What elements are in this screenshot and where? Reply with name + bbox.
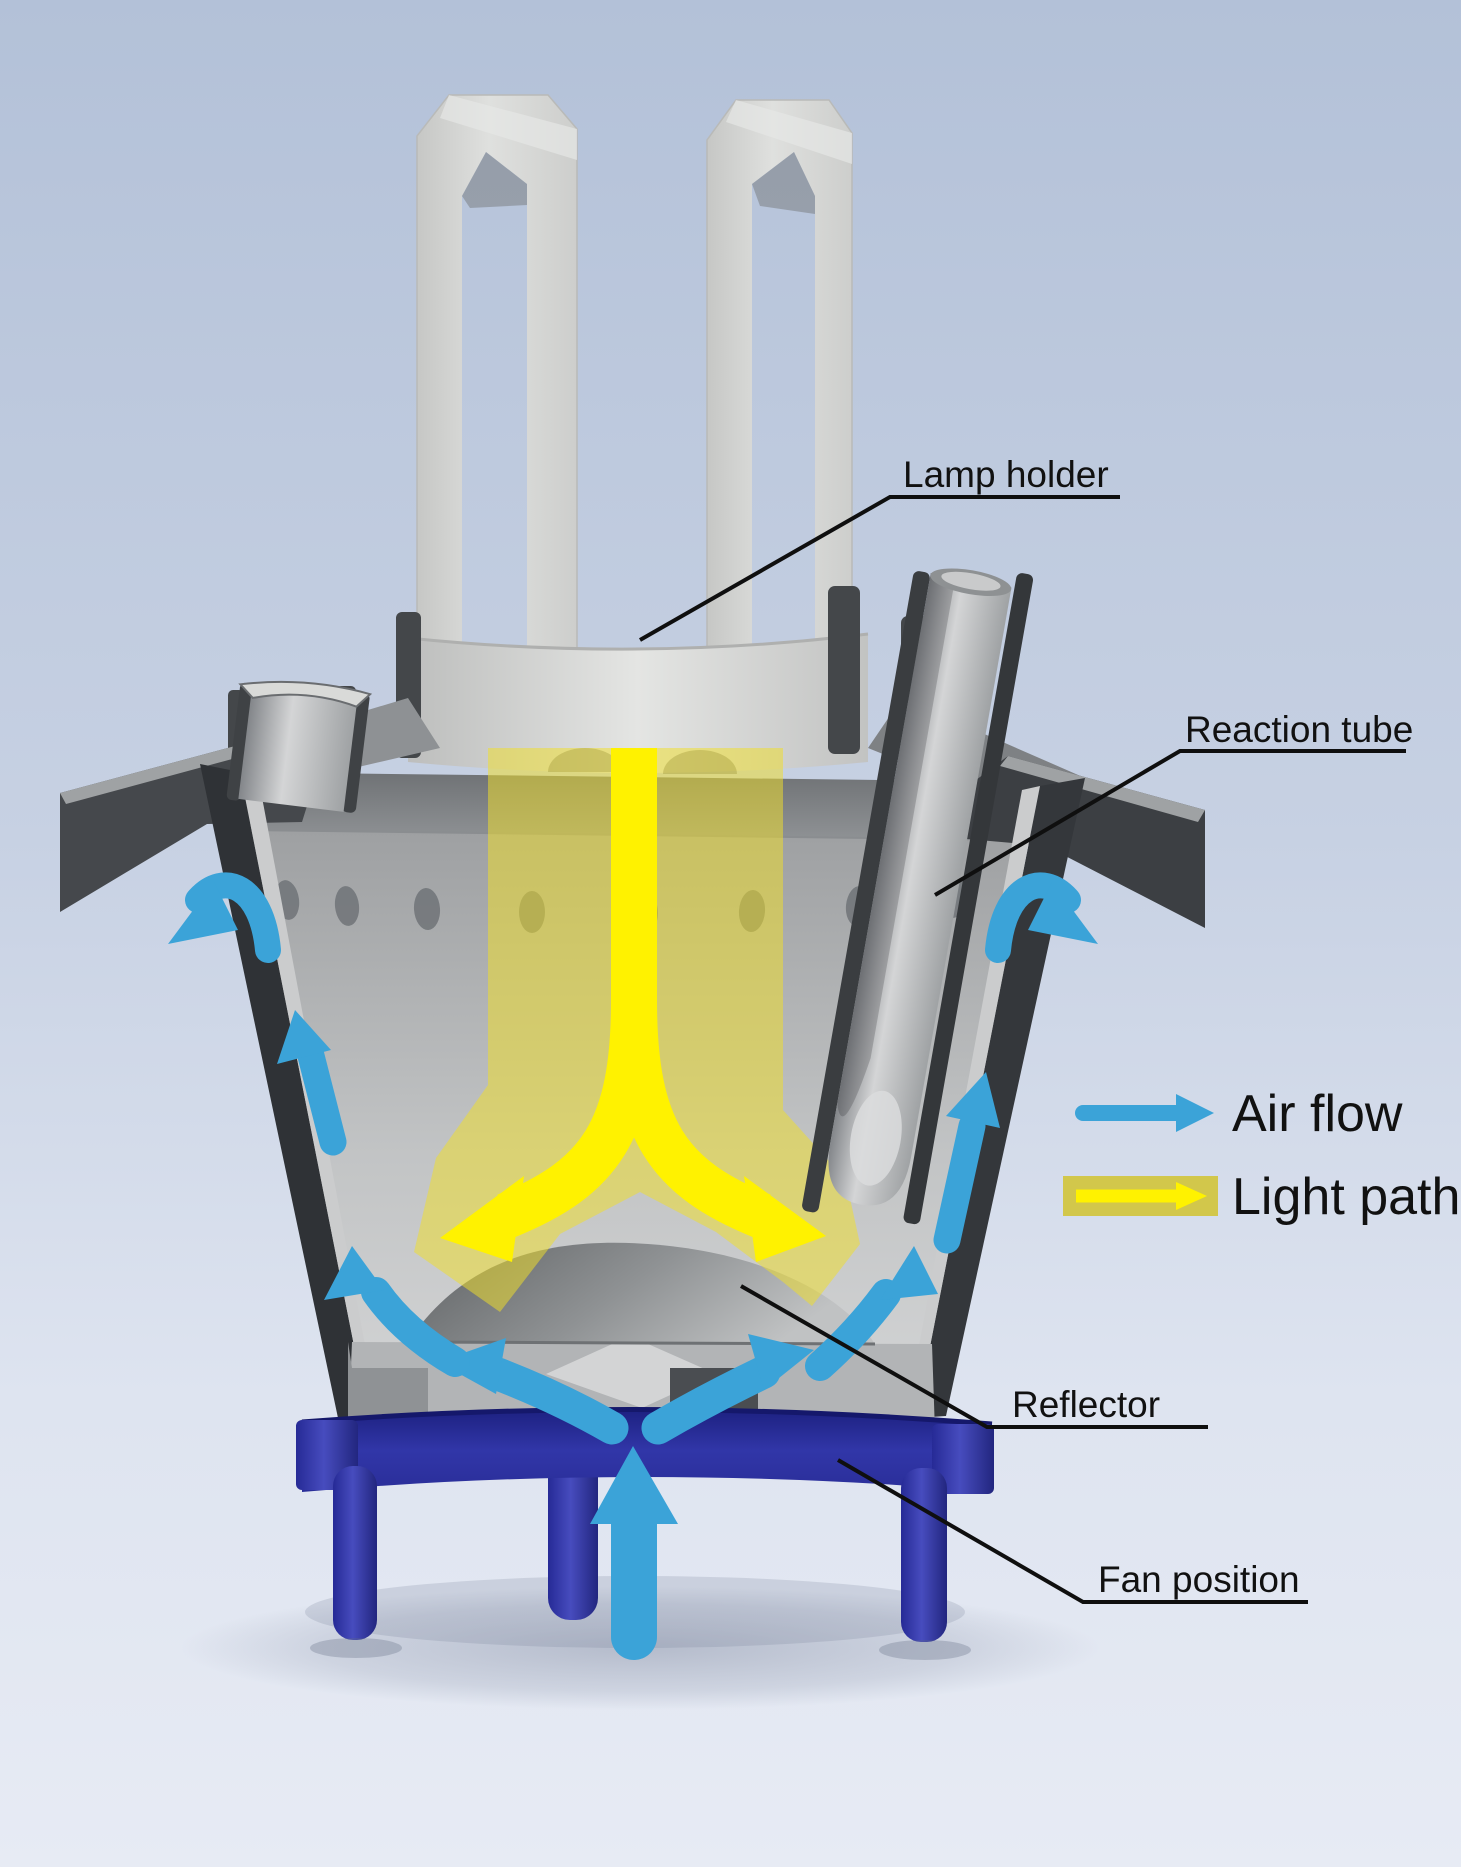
fan-position-label: Fan position — [1098, 1559, 1300, 1600]
lamp-holder — [416, 94, 853, 693]
reaction-tube — [802, 568, 1034, 1225]
lamp-holder-collar — [408, 634, 868, 773]
light-path-arrows — [440, 748, 826, 1262]
light-path-arrow-icon — [1063, 1176, 1218, 1216]
lamp-holder-label: Lamp holder — [903, 454, 1109, 495]
air-flow-arrows — [168, 872, 1098, 1660]
air-flow-arrow-icon — [1075, 1094, 1214, 1132]
air-flow-legend-label: Air flow — [1232, 1085, 1403, 1143]
stub-tube — [226, 680, 373, 813]
reflector-label: Reflector — [1012, 1384, 1160, 1425]
fan-inlet-arrow — [590, 1446, 678, 1660]
cut-wall-left — [200, 764, 368, 1418]
part-labels: Lamp holder Reaction tube Reflector Fan … — [903, 454, 1413, 1600]
fan-base — [296, 1406, 994, 1660]
cut-wall-right — [916, 778, 1085, 1418]
legend: Air flow Light path — [1063, 1085, 1460, 1226]
leader-lines — [639, 495, 1406, 1604]
light-path-legend-label: Light path — [1232, 1168, 1460, 1226]
reaction-tube-label: Reaction tube — [1185, 709, 1413, 750]
